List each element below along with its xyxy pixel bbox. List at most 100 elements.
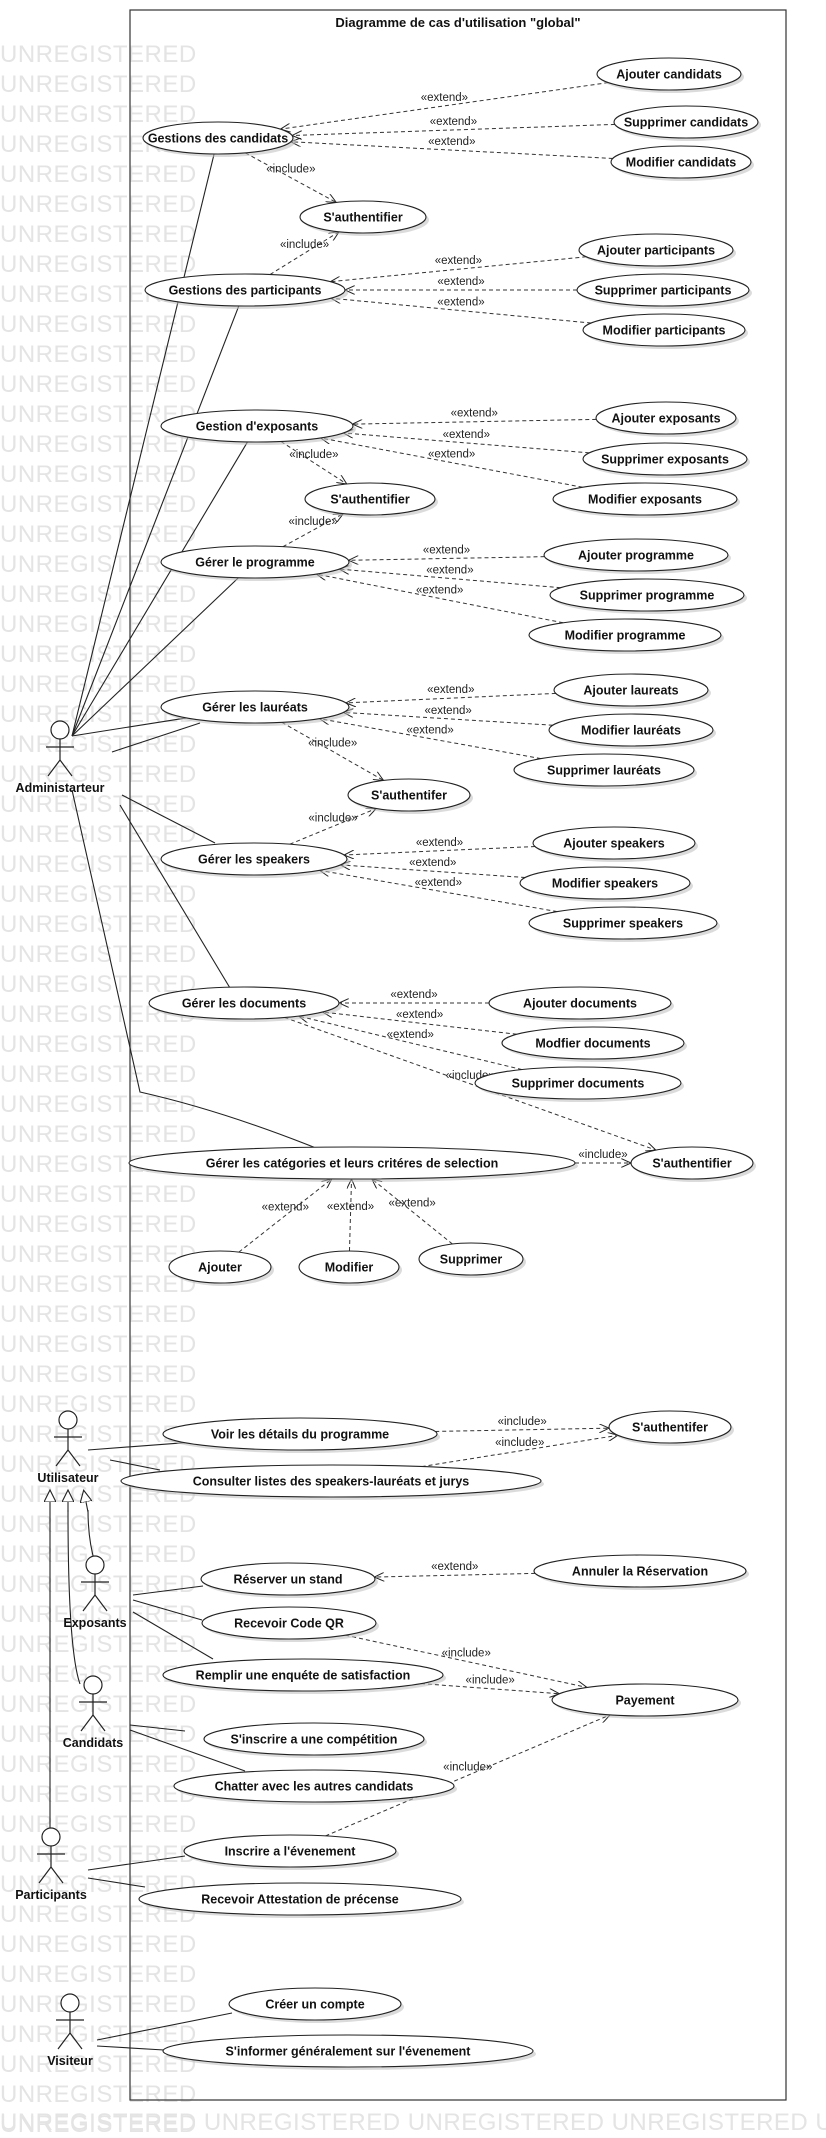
use-case[interactable]: Supprimer documents (474, 1066, 684, 1102)
use-case[interactable]: Ajouter laureats (553, 673, 711, 709)
use-case[interactable]: Ajouter participants (578, 233, 736, 269)
watermark-text: UNREGISTERED (0, 1991, 197, 2018)
actor-utilisateur[interactable]: Utilisateur (37, 1410, 99, 1485)
use-case-ellipse (548, 713, 714, 747)
extend-arrow (349, 1179, 351, 1252)
extend-arrow (352, 418, 597, 424)
use-case[interactable]: Supprimer participants (576, 273, 752, 309)
use-case[interactable]: S'authentifier (630, 1146, 756, 1182)
use-case[interactable]: Supprimer exposants (582, 442, 750, 478)
actor-visiteur[interactable]: Visiteur (47, 1993, 93, 2068)
use-case[interactable]: Gérer le programme (160, 545, 352, 581)
include-arrow (421, 1435, 618, 1468)
use-case[interactable]: S'authentifer (347, 778, 473, 814)
use-case[interactable]: Modifier exposants (552, 482, 740, 518)
use-case[interactable]: Ajouter (168, 1250, 274, 1286)
use-case[interactable]: Ajouter exposants (595, 401, 739, 437)
use-case[interactable]: Modifier speakers (519, 866, 693, 902)
use-case[interactable]: Modifier candidats (610, 145, 754, 181)
actor-leg (50, 1866, 64, 1884)
actor-participants[interactable]: Participants (15, 1827, 87, 1902)
use-case[interactable]: Chatter avec les autres candidats (173, 1769, 457, 1805)
use-case[interactable]: Supprimer programme (549, 578, 747, 614)
use-case-label: Supprimer participants (595, 284, 732, 298)
extend-label: «extend» (443, 429, 490, 441)
watermark-text: UNREGISTERED (0, 1931, 197, 1958)
use-case[interactable]: Remplir une enquéte de satisfaction (162, 1658, 446, 1694)
actor-admin[interactable]: Administarteur (16, 720, 105, 795)
use-case[interactable]: Gestions des candidats (142, 121, 296, 157)
use-case[interactable]: Modifier lauréats (548, 713, 716, 749)
use-case[interactable]: Modifier programme (528, 618, 724, 654)
use-case-ellipse (596, 57, 742, 91)
use-case-ellipse (582, 442, 748, 476)
use-case-ellipse (228, 1987, 402, 2021)
watermark-text: UNREGISTERED (0, 611, 197, 638)
extend-label: «extend» (390, 989, 437, 1001)
use-case[interactable]: Supprimer candidats (613, 105, 761, 141)
use-case[interactable]: Annuler la Réservation (533, 1554, 749, 1590)
watermark-text: UNREGISTERED (0, 1121, 197, 1148)
association-line (71, 153, 215, 737)
use-case[interactable]: Réserver un stand (200, 1562, 378, 1598)
extend-arrow (346, 692, 556, 702)
use-case[interactable]: Modfier documents (501, 1026, 687, 1062)
watermark-text: UNREGISTERED (0, 581, 197, 608)
use-case-ellipse (183, 1834, 397, 1868)
use-case[interactable]: Inscrire a l'évenement (183, 1834, 399, 1870)
use-case-label: Ajouter laureats (583, 684, 678, 698)
generalization-line (67, 1509, 81, 1685)
watermark-text: UNREGISTERED (0, 1781, 197, 1808)
use-case[interactable]: S'authentifer (608, 1410, 734, 1446)
use-case[interactable]: Gestions des participants (144, 273, 348, 309)
use-case[interactable]: Supprimer lauréats (513, 753, 697, 789)
use-case[interactable]: Créer un compte (228, 1987, 404, 2023)
extend-arrow (331, 298, 592, 324)
use-case[interactable]: S'authentifier (304, 482, 438, 518)
actor-leg (57, 2032, 71, 2050)
use-case[interactable]: Voir les détails du programme (162, 1417, 440, 1453)
use-case[interactable]: Gérer les documents (148, 986, 342, 1022)
use-case-ellipse (552, 482, 738, 516)
use-case[interactable]: S'inscrire a une compétition (203, 1722, 427, 1758)
use-case-label: Modifier (325, 1261, 374, 1275)
use-case[interactable]: Modifier (298, 1250, 402, 1286)
use-case[interactable]: Recevoir Attestation de précense (138, 1882, 464, 1918)
use-case-ellipse (543, 538, 729, 572)
use-case[interactable]: Supprimer (418, 1242, 526, 1278)
watermark-text: UNREGISTERED (0, 1511, 197, 1538)
include-label: «include» (495, 1437, 544, 1449)
use-case-label: Supprimer candidats (624, 116, 748, 130)
use-case[interactable]: Ajouter speakers (532, 826, 698, 862)
use-case-ellipse (519, 866, 691, 900)
actor-label: Visiteur (47, 2054, 93, 2068)
actor-candidats[interactable]: Candidats (63, 1675, 123, 1750)
use-case-ellipse (528, 618, 722, 652)
use-case[interactable]: Gérer les speakers (160, 842, 350, 878)
extend-arrow (344, 846, 535, 855)
watermark-text: UNREGISTERED (0, 71, 197, 98)
use-case[interactable]: Ajouter documents (488, 986, 674, 1022)
use-case[interactable]: Gestion d'exposants (160, 409, 356, 445)
use-case[interactable]: Supprimer speakers (528, 906, 720, 942)
extend-arrow (280, 82, 609, 130)
actor-exposants[interactable]: Exposants (63, 1555, 127, 1630)
use-case[interactable]: Gérer les lauréats (160, 690, 352, 726)
use-case[interactable]: Ajouter programme (543, 538, 731, 574)
use-case-label: Modifier candidats (626, 156, 736, 170)
use-case[interactable]: Ajouter candidats (596, 57, 744, 93)
use-case-ellipse (553, 673, 709, 707)
watermark-text: UNREGISTERED UNREGISTERED UNREGISTERED U… (0, 2109, 826, 2136)
use-case[interactable]: Modifier participants (582, 313, 748, 349)
actor-head (60, 1993, 80, 2013)
use-case[interactable]: Gérer les catégories et leurs critéres d… (128, 1146, 578, 1182)
use-case-ellipse (128, 1146, 576, 1180)
use-case[interactable]: Payement (551, 1683, 741, 1719)
use-case[interactable]: S'authentifier (299, 200, 429, 236)
use-case[interactable]: S'informer généralement sur l'évenement (162, 2034, 536, 2070)
use-case[interactable]: Consulter listes des speakers-lauréats e… (120, 1464, 544, 1500)
actor-leg (94, 1594, 108, 1612)
use-case[interactable]: Recevoir Code QR (201, 1606, 379, 1642)
include-label: «include» (289, 449, 338, 461)
use-case-ellipse (142, 121, 294, 155)
